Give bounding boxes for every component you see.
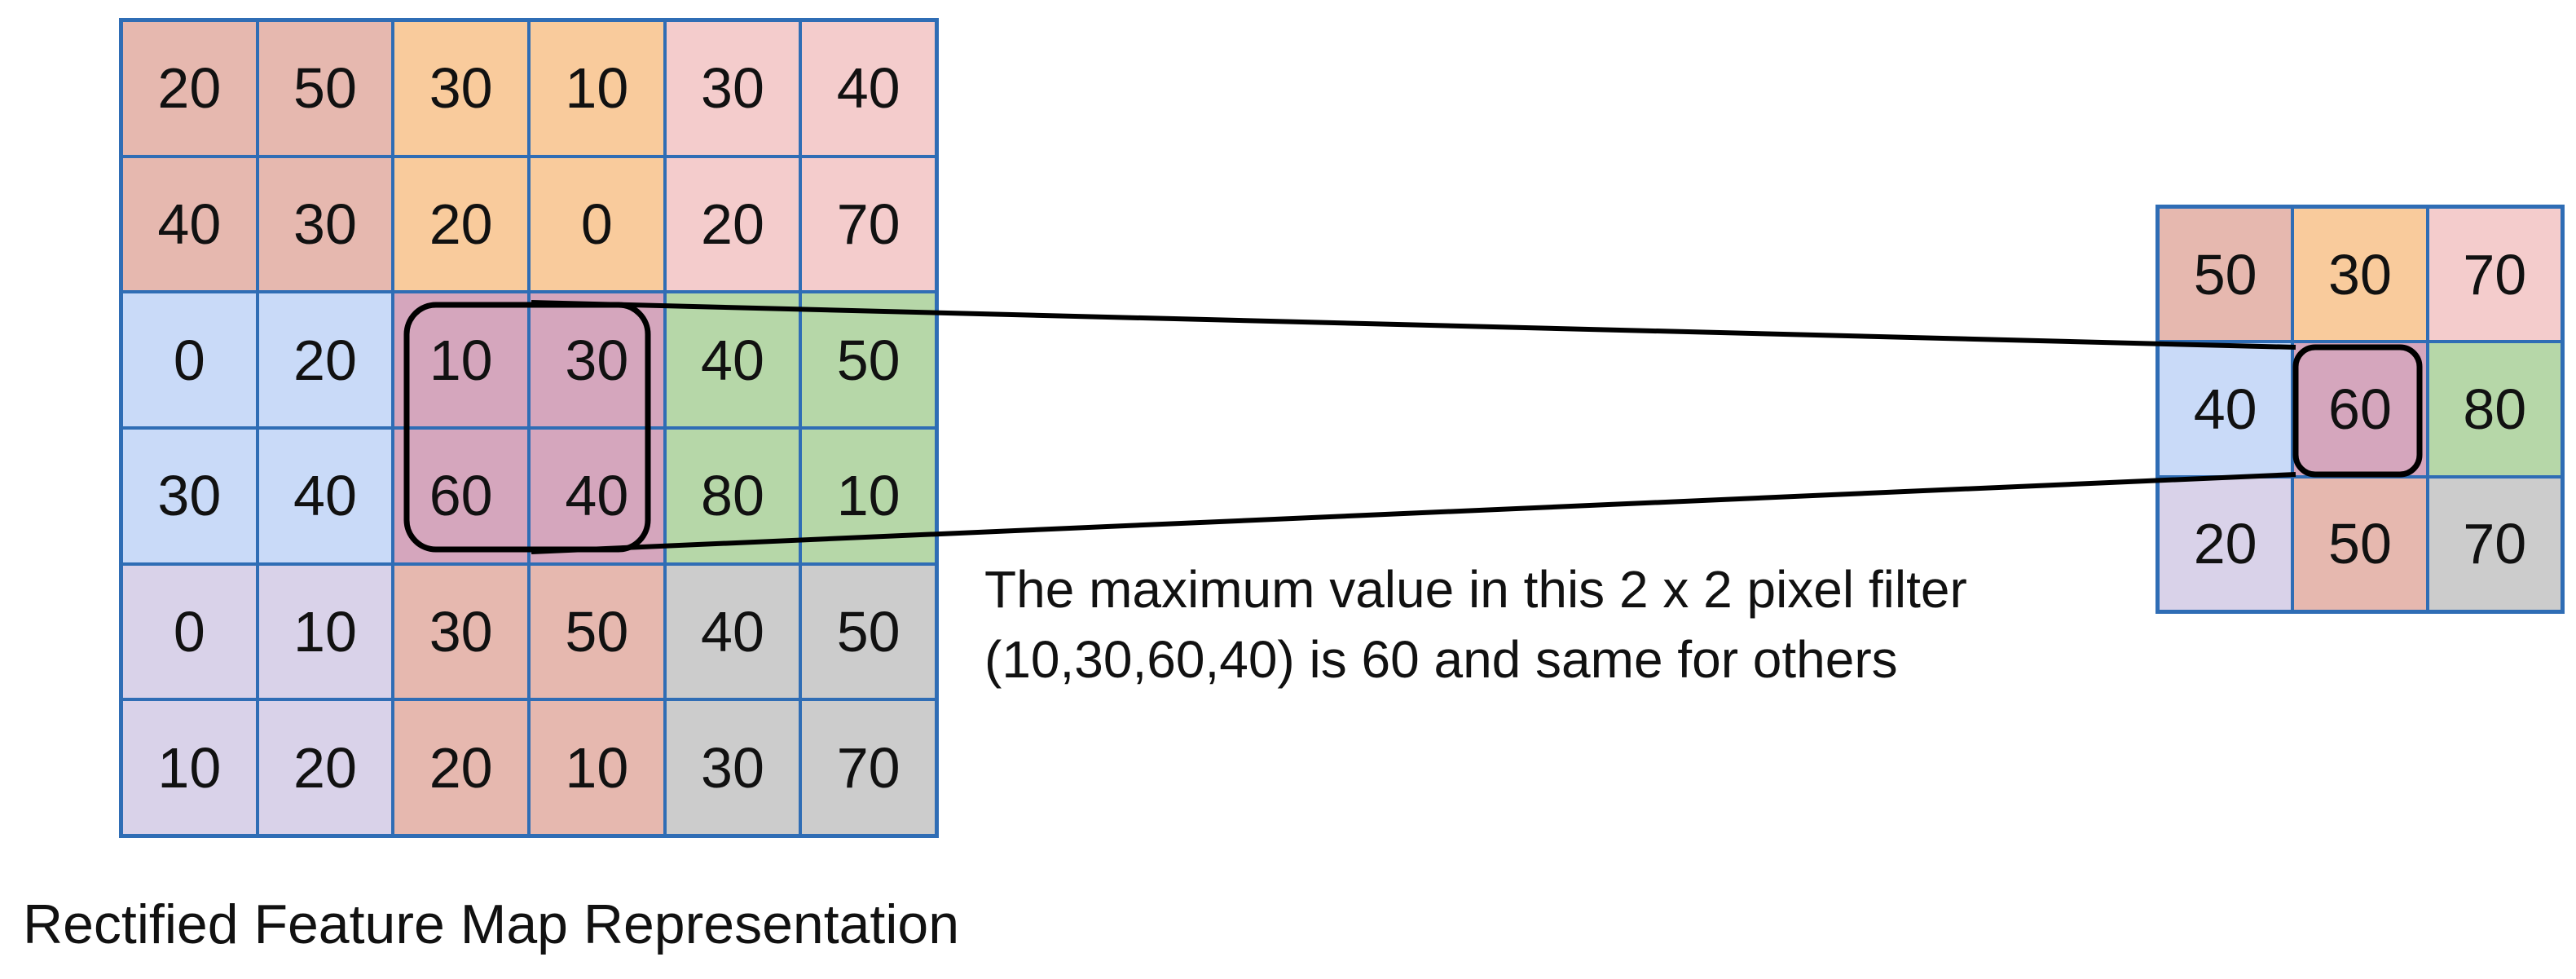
feature-map-cell-r5-c4: 30	[664, 699, 801, 836]
feature-map-cell-r1-c1: 30	[257, 156, 394, 293]
feature-map-cell-r5-c3: 10	[529, 699, 665, 836]
pooled-map-cell-r2-c1: 50	[2292, 476, 2428, 611]
feature-map-cell-r2-c2: 10	[393, 292, 529, 428]
feature-map-cell-r0-c3: 10	[529, 20, 665, 157]
pooled-map-cell-r2-c2: 70	[2427, 476, 2562, 611]
feature-map-cell-r3-c1: 40	[257, 428, 394, 564]
feature-map-cell-r0-c4: 30	[664, 20, 801, 157]
feature-map-cell-r5-c1: 20	[257, 699, 394, 836]
pooled-map-cell-r0-c1: 30	[2292, 207, 2428, 342]
feature-map-cell-r1-c4: 20	[664, 156, 801, 293]
feature-map-cell-r3-c5: 10	[800, 428, 936, 564]
feature-map-cell-r2-c4: 40	[664, 292, 801, 428]
pooled-map-cell-r1-c0: 40	[2158, 342, 2293, 477]
feature-map-cell-r5-c0: 10	[121, 699, 258, 836]
feature-map-caption: Rectified Feature Map Representation	[23, 893, 960, 955]
feature-map-cell-r4-c2: 30	[393, 563, 529, 700]
feature-map-cell-r2-c3: 30	[529, 292, 665, 428]
max-pooling-explanation: The maximum value in this 2 x 2 pixel fi…	[984, 554, 2125, 695]
feature-map-cell-r1-c2: 20	[393, 156, 529, 293]
feature-map-cell-r0-c5: 40	[800, 20, 936, 157]
explanation-line-2: (10,30,60,40) is 60 and same for others	[984, 630, 1898, 689]
pooled-map-cell-r1-c1: 60	[2292, 342, 2428, 477]
feature-map-cell-r0-c2: 30	[393, 20, 529, 157]
pooled-map-cell-r0-c0: 50	[2158, 207, 2293, 342]
pooled-map-cell-r1-c2: 80	[2427, 342, 2562, 477]
feature-map-cell-r0-c1: 50	[257, 20, 394, 157]
feature-map-cell-r4-c1: 10	[257, 563, 394, 700]
feature-map-cell-r1-c0: 40	[121, 156, 258, 293]
feature-map-cell-r2-c5: 50	[800, 292, 936, 428]
feature-map-cell-r5-c5: 70	[800, 699, 936, 836]
feature-map-cell-r4-c5: 50	[800, 563, 936, 700]
explanation-line-1: The maximum value in this 2 x 2 pixel fi…	[984, 560, 1967, 619]
feature-map-cell-r3-c0: 30	[121, 428, 258, 564]
feature-map-cell-r3-c4: 80	[664, 428, 801, 564]
feature-map-cell-r1-c5: 70	[800, 156, 936, 293]
feature-map-cell-r0-c0: 20	[121, 20, 258, 157]
feature-map-cell-r4-c0: 0	[121, 563, 258, 700]
feature-map-cell-r4-c3: 50	[529, 563, 665, 700]
feature-map-cell-r5-c2: 20	[393, 699, 529, 836]
feature-map-cell-r4-c4: 40	[664, 563, 801, 700]
feature-map-cell-r3-c3: 40	[529, 428, 665, 564]
feature-map-cell-r3-c2: 60	[393, 428, 529, 564]
feature-map-cell-r2-c1: 20	[257, 292, 394, 428]
feature-map-cell-r1-c3: 0	[529, 156, 665, 293]
feature-map-cell-r2-c0: 0	[121, 292, 258, 428]
pooled-map-cell-r0-c2: 70	[2427, 207, 2562, 342]
pooled-map-cell-r2-c0: 20	[2158, 476, 2293, 611]
